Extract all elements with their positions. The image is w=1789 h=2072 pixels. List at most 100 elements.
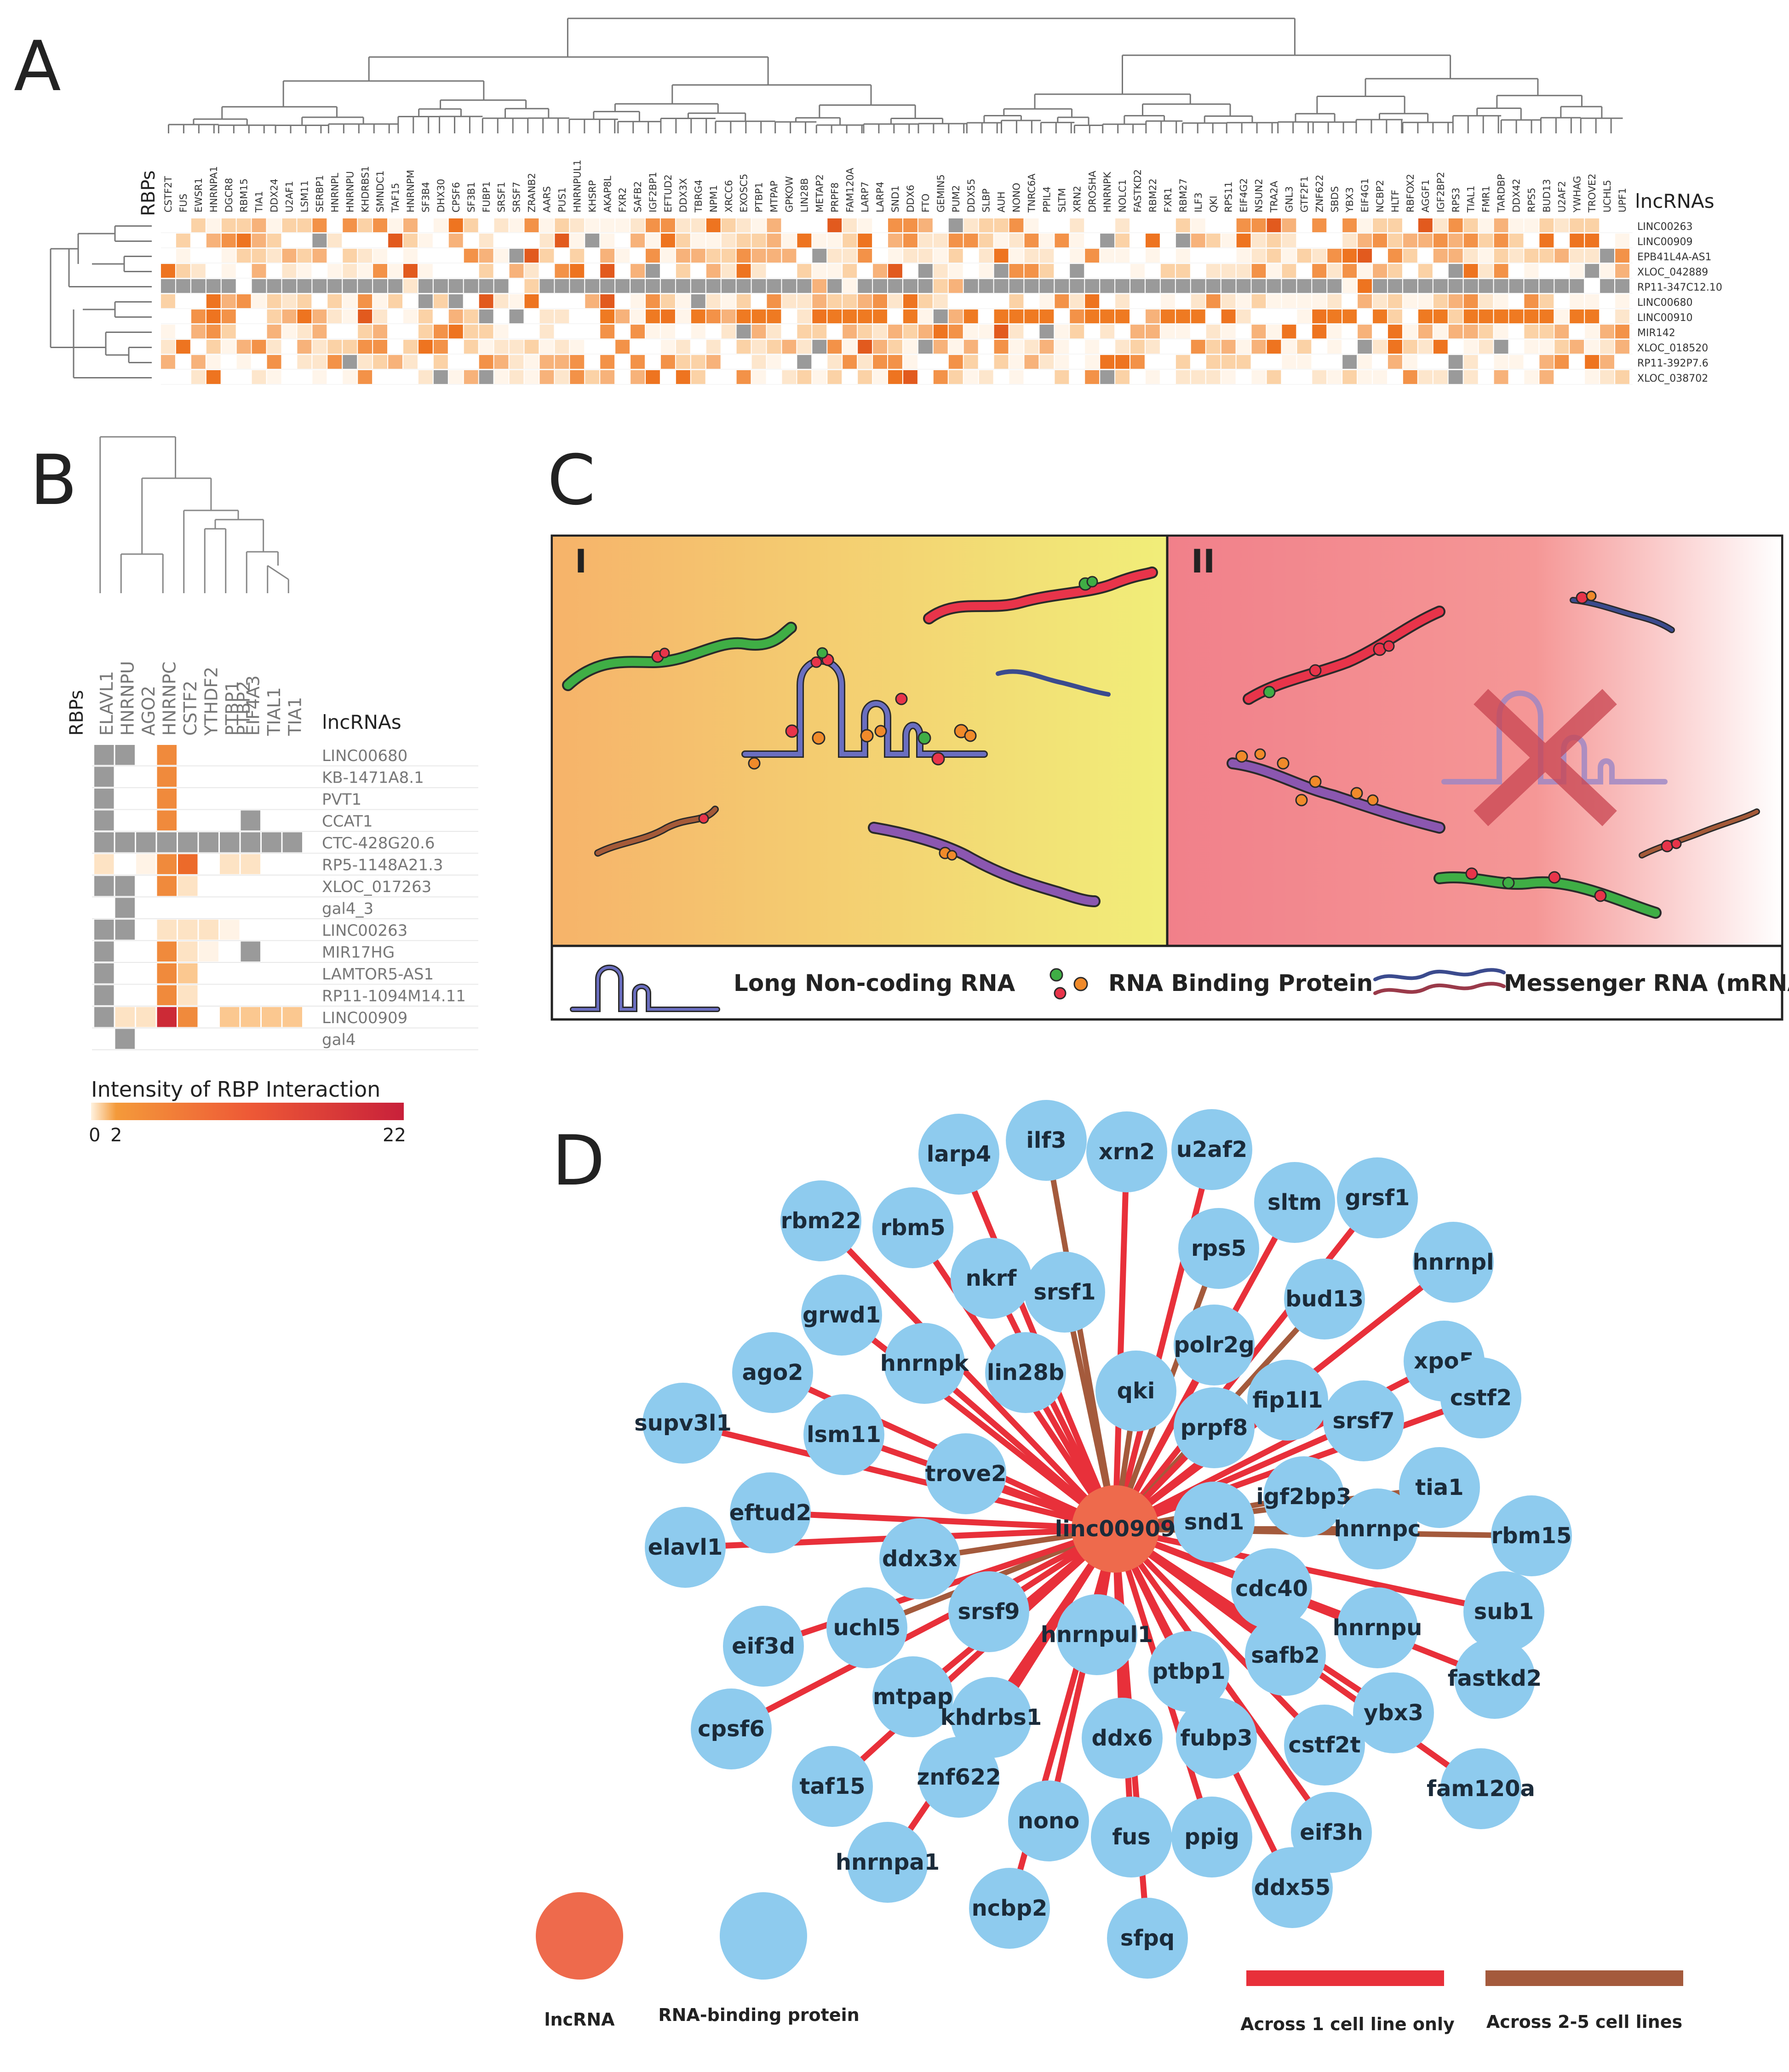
panel-d-node-label: hnrnpk bbox=[880, 1351, 969, 1376]
panel-b-cell bbox=[136, 789, 156, 809]
panel-d-node-label: ptbp1 bbox=[1152, 1659, 1225, 1684]
panel-d-node-label: qki bbox=[1117, 1378, 1155, 1404]
panel-b-cell bbox=[94, 854, 114, 874]
panel-a-cell bbox=[933, 264, 948, 278]
panel-d-node-prpf8 bbox=[1174, 1387, 1255, 1468]
panel-a-cell bbox=[1024, 309, 1039, 323]
panel-a-cell bbox=[721, 325, 736, 338]
panel-a-cell bbox=[479, 249, 493, 263]
panel-a-cell bbox=[1418, 279, 1433, 293]
panel-a-cell bbox=[1206, 264, 1221, 278]
panel-a-cell bbox=[1418, 370, 1433, 384]
panel-a-cell bbox=[615, 294, 630, 308]
panel-b-lncrna-label: CTC-428G20.6 bbox=[322, 834, 435, 853]
panel-a-cell bbox=[418, 325, 433, 338]
panel-a-rbp-label: FASTKD2 bbox=[1132, 169, 1143, 212]
panel-a-cell bbox=[1570, 370, 1584, 384]
panel-a-cell bbox=[1267, 249, 1281, 263]
panel-a-cell bbox=[646, 218, 660, 232]
panel-a-cell bbox=[646, 249, 660, 263]
panel-a-cell bbox=[1221, 279, 1236, 293]
panel-a-cell bbox=[1342, 309, 1357, 323]
panel-a-cell bbox=[221, 234, 236, 247]
panel-b-cell bbox=[199, 854, 218, 874]
panel-a-rbp-label: SBDS bbox=[1329, 186, 1340, 212]
panel-d-node-nono bbox=[1008, 1780, 1089, 1861]
panel-a-cell bbox=[1373, 279, 1387, 293]
panel-a-cell bbox=[903, 218, 917, 232]
panel-a-cell bbox=[782, 355, 797, 369]
panel-d-node-label: larp4 bbox=[927, 1141, 991, 1167]
panel-a-cell bbox=[858, 309, 872, 323]
panel-b-cell bbox=[157, 767, 177, 787]
panel-a-cell bbox=[1039, 370, 1054, 384]
panel-a-cell bbox=[176, 309, 190, 323]
panel-a-cell bbox=[1039, 264, 1054, 278]
panel-a-rbp-label: FXR2 bbox=[617, 188, 628, 212]
panel-a-cell bbox=[494, 234, 509, 247]
panel-b-cell bbox=[199, 920, 218, 940]
panel-a-cell bbox=[1175, 294, 1190, 308]
panel-a-cell bbox=[1388, 325, 1402, 338]
panel-a-rbp-label: EWSR1 bbox=[193, 178, 204, 212]
panel-a-cell bbox=[1403, 294, 1417, 308]
panel-b-cell bbox=[157, 985, 177, 1005]
panel-a-rbp-label: PPIL4 bbox=[1041, 186, 1052, 212]
panel-a-cell bbox=[1175, 355, 1190, 369]
panel-a-cell bbox=[1175, 309, 1190, 323]
panel-a-cell bbox=[1312, 279, 1327, 293]
panel-a-cell bbox=[1100, 309, 1115, 323]
panel-a-cell bbox=[1130, 218, 1145, 232]
panel-a-cell bbox=[963, 325, 978, 338]
panel-d-node-cstf2 bbox=[1440, 1357, 1521, 1438]
panel-a-cell bbox=[448, 294, 463, 308]
panel-a-cell bbox=[1055, 264, 1069, 278]
panel-a-cell bbox=[1327, 234, 1342, 247]
panel-a-cell bbox=[1039, 218, 1054, 232]
panel-b-cell bbox=[157, 941, 177, 962]
panel-a-cell bbox=[297, 279, 312, 293]
panel-a-cell bbox=[388, 294, 402, 308]
panel-a-cell bbox=[782, 279, 797, 293]
panel-a-cell bbox=[1494, 294, 1508, 308]
panel-a-cell bbox=[661, 355, 675, 369]
panel-a-cell bbox=[479, 325, 493, 338]
panel-a-cell bbox=[1585, 234, 1600, 247]
panel-a-cell bbox=[797, 234, 812, 247]
panel-b-rbp-label: PTBP1 bbox=[222, 681, 242, 736]
panel-a-cell bbox=[1327, 325, 1342, 338]
panel-b-cell bbox=[241, 832, 260, 853]
panel-a-cell bbox=[464, 279, 478, 293]
panel-a-cell bbox=[297, 294, 312, 308]
panel-a-cell bbox=[464, 370, 478, 384]
panel-a-cell bbox=[873, 355, 887, 369]
panel-a-cell bbox=[539, 294, 554, 308]
panel-a-cell bbox=[1509, 234, 1524, 247]
panel-a-cell bbox=[1600, 370, 1614, 384]
panel-a-cell bbox=[691, 294, 705, 308]
panel-a-cell bbox=[948, 249, 963, 263]
panel-d-edge-u2af2 bbox=[1112, 1149, 1215, 1530]
panel-a-cell bbox=[1600, 340, 1614, 354]
panel-b-cell bbox=[262, 963, 281, 984]
panel-a-cell bbox=[1524, 370, 1539, 384]
panel-a-cell bbox=[1115, 325, 1130, 338]
panel-a-cell bbox=[1342, 264, 1357, 278]
panel-a-cell bbox=[206, 294, 221, 308]
panel-b-cell bbox=[94, 963, 114, 984]
panel-a-cell bbox=[827, 340, 842, 354]
panel-a-cell bbox=[1600, 234, 1614, 247]
panel-a-cell bbox=[1024, 234, 1039, 247]
panel-a-cell bbox=[252, 325, 266, 338]
panel-a-cell bbox=[1070, 218, 1084, 232]
panel-a-cell bbox=[797, 218, 812, 232]
panel-a-cell bbox=[767, 370, 781, 384]
panel-a-cell bbox=[1130, 234, 1145, 247]
panel-d-node-snd1 bbox=[1174, 1482, 1255, 1563]
panel-a-cell bbox=[1160, 234, 1175, 247]
panel-a-cell bbox=[1494, 370, 1508, 384]
panel-a-cell bbox=[1312, 249, 1327, 263]
panel-a-cell bbox=[888, 340, 902, 354]
panel-a-cell bbox=[1479, 279, 1493, 293]
panel-a-cell bbox=[570, 279, 585, 293]
